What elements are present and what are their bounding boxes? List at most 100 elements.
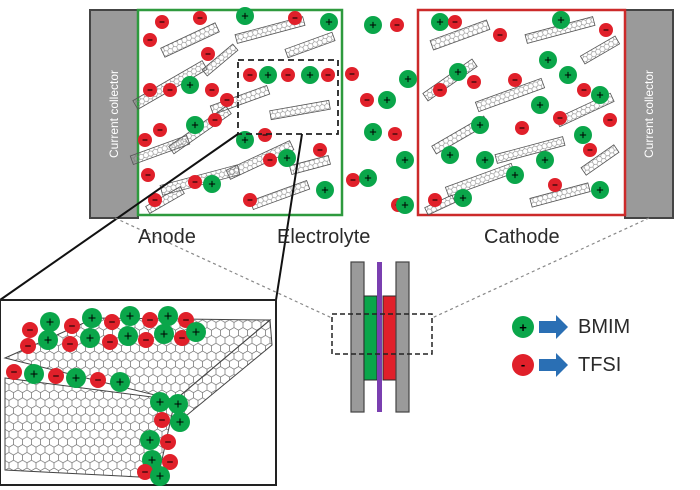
graphene-sheet	[201, 43, 239, 77]
graphene-sheet	[234, 16, 306, 44]
graphene-sheet	[269, 99, 331, 121]
electrolyte-label: Electrolyte	[277, 226, 371, 248]
device-zoom-box	[331, 313, 433, 355]
anion-ion	[599, 23, 613, 37]
anion-ion	[48, 368, 64, 384]
cation-ion	[559, 66, 577, 84]
cation-ion	[539, 51, 557, 69]
cation-ion	[364, 16, 382, 34]
cation-ion	[552, 11, 570, 29]
anion-ion	[263, 153, 277, 167]
anion-ion	[188, 175, 202, 189]
anion-ion	[583, 143, 597, 157]
zoom-connector-right	[275, 133, 303, 301]
anion-ion	[243, 193, 257, 207]
anion-ion	[102, 334, 118, 350]
current-collector-right-label: Current collector	[642, 69, 656, 159]
graphene-sheet	[580, 144, 620, 176]
anion-ion	[6, 364, 22, 380]
anion-ion	[141, 168, 155, 182]
cation-ion	[259, 66, 277, 84]
cation-ion	[591, 181, 609, 199]
anion-ion	[138, 133, 152, 147]
device-dotted-left	[114, 217, 333, 319]
cation-ion	[181, 76, 199, 94]
zoom-region-box	[237, 59, 339, 135]
graphene-sheet	[429, 19, 491, 51]
anion-ion	[22, 322, 38, 338]
anion-ion	[388, 127, 402, 141]
anion-ion	[193, 11, 207, 25]
electrolyte-ions	[345, 16, 417, 214]
cation-ion	[150, 466, 170, 486]
anion-ion	[288, 11, 302, 25]
anion-ion	[160, 434, 176, 450]
graphene-sheet	[494, 136, 566, 164]
cation-ion	[278, 149, 296, 167]
cation-ion	[186, 116, 204, 134]
legend-cation-icon	[512, 316, 534, 338]
cation-ion	[320, 13, 338, 31]
cation-ion	[236, 131, 254, 149]
device-dotted-right	[431, 217, 650, 319]
cation-ion	[454, 189, 472, 207]
cation-ion	[168, 394, 188, 414]
anion-ion	[153, 123, 167, 137]
device-anode	[363, 295, 378, 381]
anion-ion	[90, 372, 106, 388]
current-collector-left-label: Current collector	[107, 69, 121, 159]
anion-ion	[154, 412, 170, 428]
cation-ion	[364, 123, 382, 141]
anion-ion	[104, 314, 120, 330]
cation-ion	[154, 324, 174, 344]
cation-ion	[110, 372, 130, 392]
cation-ion	[24, 364, 44, 384]
anion-ion	[467, 75, 481, 89]
cation-ion	[471, 116, 489, 134]
device-collector-right	[395, 261, 410, 413]
cation-ion	[449, 63, 467, 81]
anode-label: Anode	[138, 226, 196, 248]
cation-ion	[378, 91, 396, 109]
cation-ion	[301, 66, 319, 84]
graphene-sheet	[579, 35, 621, 65]
cation-ion	[186, 322, 206, 342]
legend-cation-label: BMIM	[578, 316, 631, 338]
current-collector-left	[89, 9, 139, 219]
cation-ion	[359, 169, 377, 187]
anion-ion	[548, 178, 562, 192]
cation-ion	[591, 86, 609, 104]
anion-ion	[174, 330, 190, 346]
inset-graphene-with-ions	[3, 306, 273, 486]
cation-ion	[82, 308, 102, 328]
anion-ion	[448, 15, 462, 29]
legend-cation-arrow-icon	[539, 315, 568, 339]
legend-anion-label: TFSI	[578, 354, 622, 376]
anion-ion	[346, 173, 360, 187]
cation-ion	[574, 126, 592, 144]
current-collector-right	[624, 9, 674, 219]
cation-ion	[506, 166, 524, 184]
anion-ion	[155, 15, 169, 29]
cation-ion	[431, 13, 449, 31]
cation-ion	[140, 430, 160, 450]
anion-ion	[390, 18, 404, 32]
cation-ion	[38, 330, 58, 350]
device-separator	[377, 262, 382, 412]
anion-ion	[508, 73, 522, 87]
anion-ion	[493, 28, 507, 42]
cation-ion	[531, 96, 549, 114]
anion-ion	[163, 83, 177, 97]
anion-ion	[243, 68, 257, 82]
anion-ion	[515, 121, 529, 135]
anode-ions	[138, 7, 338, 207]
legend-anion-icon	[512, 354, 534, 376]
cation-ion	[536, 151, 554, 169]
anion-ion	[205, 83, 219, 97]
graphene-sheet	[289, 154, 331, 176]
cation-ion	[441, 146, 459, 164]
cation-ion	[150, 392, 170, 412]
anion-ion	[201, 47, 215, 61]
